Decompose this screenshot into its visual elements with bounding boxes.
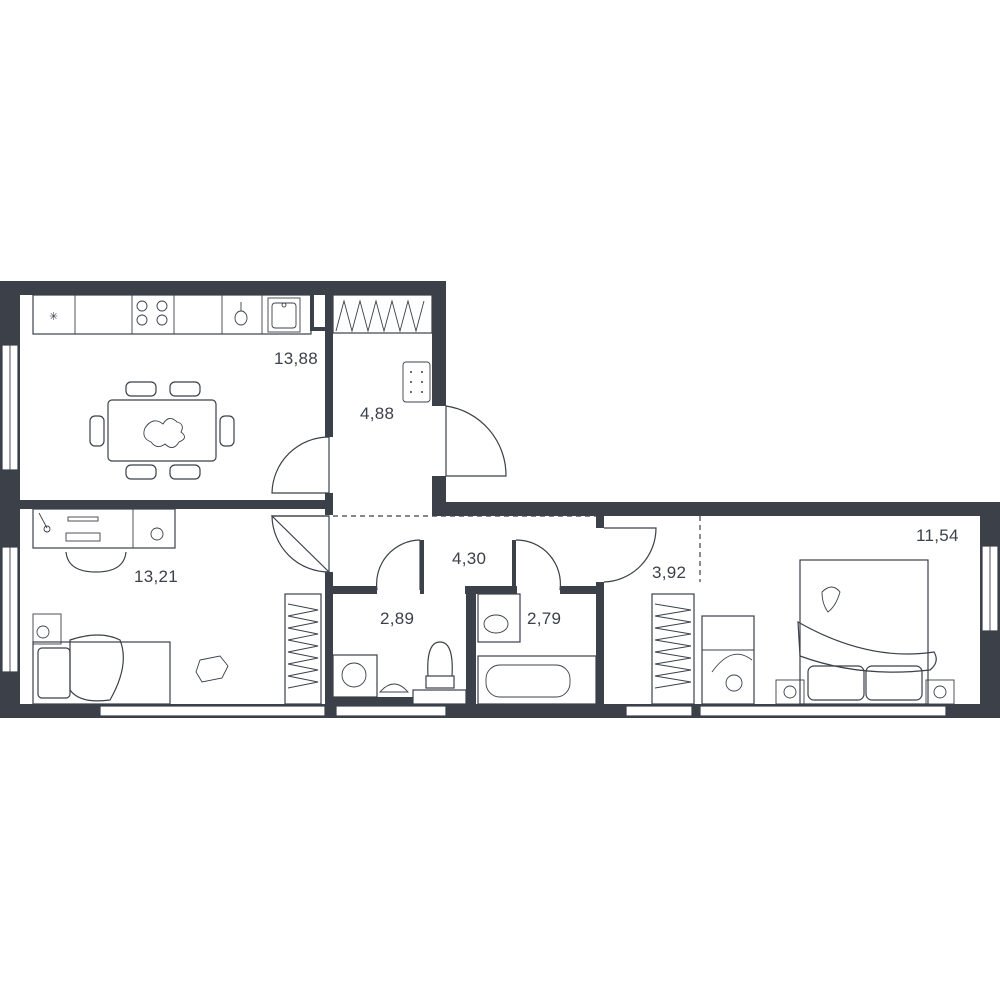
- wc-furniture: [332, 641, 467, 705]
- wardrobe-furniture: [651, 593, 695, 705]
- bath-door: [515, 539, 562, 591]
- area-label-corridor: 4,30: [452, 549, 486, 568]
- area-label-kitchen: 13,88: [274, 349, 318, 368]
- windows: [1, 344, 999, 717]
- bedroom-right-furniture: [701, 559, 955, 705]
- kitchen-door: [271, 436, 330, 494]
- bedroom-left-furniture: [32, 508, 322, 705]
- area-label-wc: 2,89: [380, 609, 414, 628]
- wardrobe-door: [603, 527, 657, 583]
- wc-door: [375, 539, 421, 591]
- area-label-bedroom-right: 11,54: [916, 526, 959, 545]
- kitchen-furniture: ✳: [32, 294, 312, 480]
- area-label-bedroom-left: 13,21: [134, 567, 178, 586]
- area-label-bathroom: 2,79: [527, 609, 561, 628]
- entry-door: [445, 405, 507, 477]
- bedroom-left-door: [270, 515, 330, 574]
- area-label-hallway: 4,88: [360, 404, 394, 423]
- svg-text:✳: ✳: [49, 311, 59, 323]
- walls: [0, 281, 1000, 718]
- hallway-furniture: [332, 294, 433, 403]
- doors: [270, 405, 701, 591]
- area-label-wardrobe: 3,92: [652, 563, 686, 582]
- area-labels: 13,88 4,88 13,21 4,30 2,89 2,79 3,92 11,…: [134, 349, 959, 628]
- bath-furniture: [477, 593, 597, 705]
